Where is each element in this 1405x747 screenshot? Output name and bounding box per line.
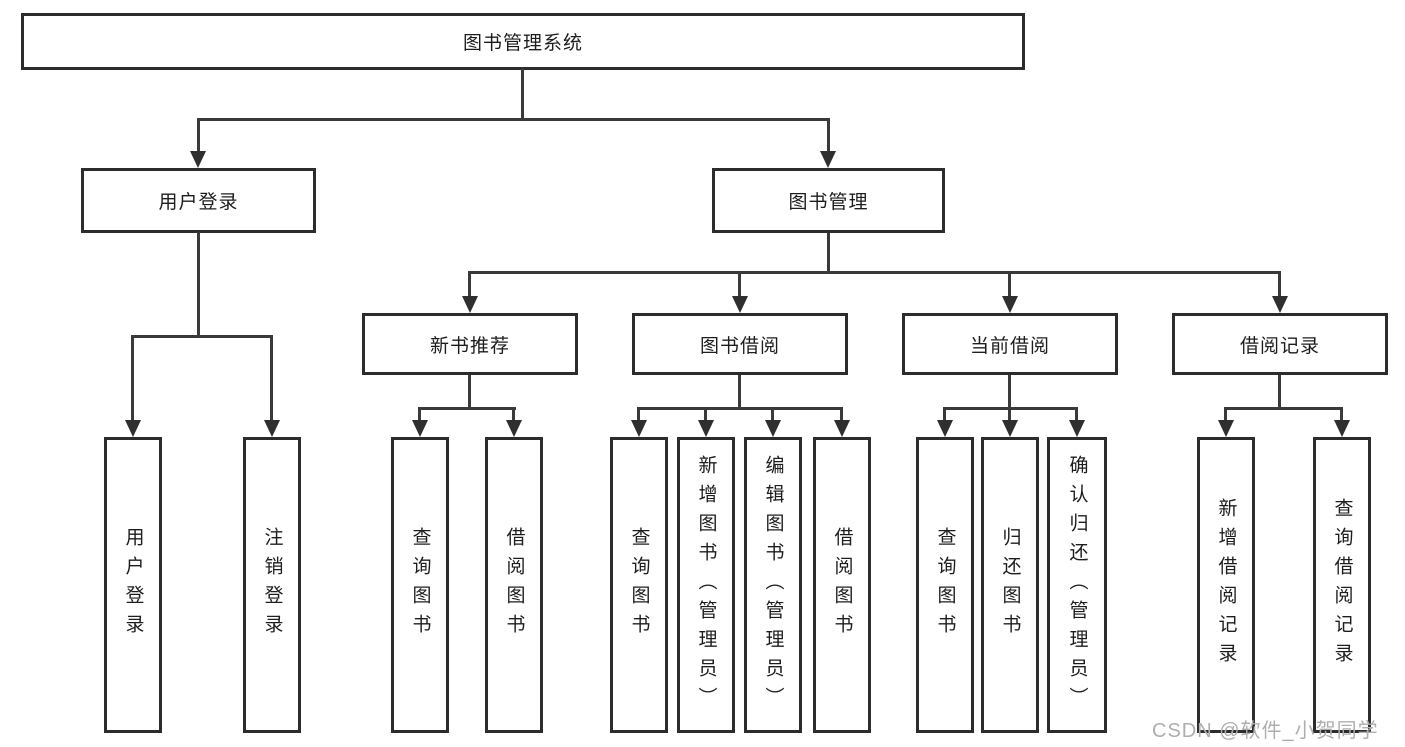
csdn-watermark: CSDN @软件_小贺同学 xyxy=(1152,720,1379,742)
arrowhead-down-icon xyxy=(506,420,522,437)
connector-userlogin-stem xyxy=(197,232,200,337)
connector-arrow-stem xyxy=(738,273,741,298)
arrowhead-down-icon xyxy=(937,420,953,437)
connector-recommend-stem xyxy=(468,375,471,409)
connector-borrowing-bar xyxy=(637,407,843,410)
node-add-borrow-record: 新增借阅记录 xyxy=(1197,437,1255,733)
node-new-book-recommend: 新书推荐 xyxy=(362,313,578,375)
connector-arrow-stem xyxy=(468,273,471,298)
connector-arrow-stem xyxy=(827,120,830,155)
arrowhead-down-icon xyxy=(820,151,836,168)
connector-arrow-stem xyxy=(943,409,946,422)
connector-records-bar xyxy=(1224,407,1343,410)
arrowhead-down-icon xyxy=(834,420,850,437)
connector-recommend-bar xyxy=(418,407,516,410)
connector-arrow-stem xyxy=(1224,409,1227,422)
node-query-books-recommend: 查询图书 xyxy=(391,437,449,733)
connector-current-stem xyxy=(1008,375,1011,409)
arrowhead-down-icon xyxy=(1218,420,1234,437)
connector-arrow-stem xyxy=(197,120,200,155)
connector-arrow-stem xyxy=(1340,409,1343,422)
node-return-books: 归还图书 xyxy=(981,437,1039,733)
connector-arrow-stem xyxy=(704,409,707,422)
arrowhead-down-icon xyxy=(190,151,206,168)
connector-arrow-stem xyxy=(131,337,134,422)
connector-userlogin-bar xyxy=(131,335,273,338)
arrowhead-down-icon xyxy=(1334,420,1350,437)
connector-root-stem xyxy=(521,68,524,121)
connector-arrow-stem xyxy=(637,409,640,422)
node-book-management: 图书管理 xyxy=(712,168,945,233)
connector-bookmgmt-bar xyxy=(468,271,1281,274)
node-book-borrowing: 图书借阅 xyxy=(632,313,848,375)
connector-arrow-stem xyxy=(1278,273,1281,298)
node-borrowing-records: 借阅记录 xyxy=(1172,313,1388,375)
arrowhead-down-icon xyxy=(1002,296,1018,313)
connector-records-stem xyxy=(1278,375,1281,409)
arrowhead-down-icon xyxy=(1069,420,1085,437)
node-library-management-system: 图书管理系统 xyxy=(21,13,1025,70)
node-borrow-books-leaf: 借阅图书 xyxy=(813,437,871,733)
arrowhead-down-icon xyxy=(732,296,748,313)
connector-borrowing-stem xyxy=(738,375,741,409)
connector-arrow-stem xyxy=(270,337,273,422)
arrowhead-down-icon xyxy=(765,420,781,437)
connector-arrow-stem xyxy=(418,409,421,422)
arrowhead-down-icon xyxy=(264,420,280,437)
node-user-login-group: 用户登录 xyxy=(81,168,316,233)
arrowhead-down-icon xyxy=(1272,296,1288,313)
connector-arrow-stem xyxy=(1008,409,1011,422)
node-edit-books-admin: 编辑图书（管理员） xyxy=(744,437,802,733)
node-query-books-borrowing: 查询图书 xyxy=(610,437,668,733)
connector-arrow-stem xyxy=(840,409,843,422)
arrowhead-down-icon xyxy=(631,420,647,437)
connector-arrow-stem xyxy=(512,409,515,422)
node-query-books-current: 查询图书 xyxy=(916,437,974,733)
connector-root-bar xyxy=(197,118,830,121)
node-user-login-leaf: 用户登录 xyxy=(104,437,162,733)
arrowhead-down-icon xyxy=(698,420,714,437)
node-query-borrow-record: 查询借阅记录 xyxy=(1313,437,1371,733)
connector-bookmgmt-stem xyxy=(827,233,830,273)
arrowhead-down-icon xyxy=(125,420,141,437)
connector-arrow-stem xyxy=(1075,409,1078,422)
arrowhead-down-icon xyxy=(1002,420,1018,437)
node-logout-leaf: 注销登录 xyxy=(243,437,301,733)
node-confirm-return-admin: 确认归还（管理员） xyxy=(1047,437,1107,733)
connector-arrow-stem xyxy=(771,409,774,422)
arrowhead-down-icon xyxy=(412,420,428,437)
connector-arrow-stem xyxy=(1008,273,1011,298)
arrowhead-down-icon xyxy=(462,296,478,313)
node-borrow-books-recommend: 借阅图书 xyxy=(485,437,543,733)
node-add-books-admin: 新增图书（管理员） xyxy=(677,437,735,733)
node-current-borrowing: 当前借阅 xyxy=(902,313,1118,375)
connector-current-bar xyxy=(943,407,1078,410)
